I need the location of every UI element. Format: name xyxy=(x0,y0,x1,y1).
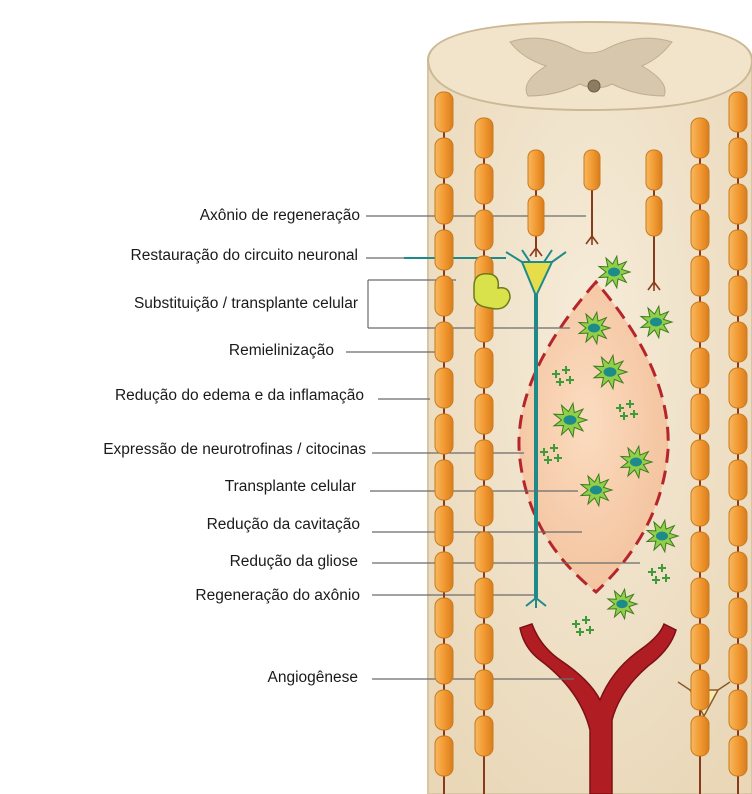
label-gliosis-reduction: Redução da gliose xyxy=(230,553,358,571)
myelin-segment xyxy=(729,736,747,776)
myelin-segment xyxy=(691,256,709,296)
myelin-segment xyxy=(435,552,453,592)
myelin-segment xyxy=(729,414,747,454)
myelin-segment xyxy=(475,118,493,158)
myelin-segment xyxy=(528,196,544,236)
myelin-segment xyxy=(435,460,453,500)
myelin-segment xyxy=(475,486,493,526)
myelin-segment xyxy=(475,532,493,572)
myelin-segment xyxy=(475,670,493,710)
myelin-segment xyxy=(475,440,493,480)
myelin-segment xyxy=(729,644,747,684)
label-cavitation-reduction: Redução da cavitação xyxy=(207,516,360,534)
myelin-segment xyxy=(646,150,662,190)
myelin-segment xyxy=(691,118,709,158)
myelin-segment xyxy=(729,552,747,592)
myelin-segment xyxy=(729,368,747,408)
myelin-segment xyxy=(475,164,493,204)
myelin-segment xyxy=(435,506,453,546)
label-edema-reduction: Redução do edema e da inflamação xyxy=(115,387,364,405)
label-axon-regeneration-top: Axônio de regeneração xyxy=(200,207,360,225)
myelin-segment xyxy=(475,210,493,250)
myelin-segment xyxy=(584,150,600,190)
myelin-segment xyxy=(435,230,453,270)
myelin-segment xyxy=(729,230,747,270)
myelin-segment xyxy=(729,92,747,132)
label-cell-transplant: Transplante celular xyxy=(225,478,356,496)
myelin-segment xyxy=(691,440,709,480)
myelin-segment xyxy=(435,322,453,362)
myelin-segment xyxy=(691,716,709,756)
myelin-segment xyxy=(435,736,453,776)
myelin-segment xyxy=(646,196,662,236)
myelin-segment xyxy=(691,394,709,434)
myelin-segment xyxy=(691,348,709,388)
myelin-segment xyxy=(729,598,747,638)
myelin-segment xyxy=(435,598,453,638)
myelin-segment xyxy=(475,578,493,618)
myelin-segment xyxy=(691,624,709,664)
myelin-segment xyxy=(435,92,453,132)
myelin-segment xyxy=(691,532,709,572)
myelin-segment xyxy=(435,276,453,316)
myelin-segment xyxy=(475,394,493,434)
myelin-segment xyxy=(435,184,453,224)
myelin-segment xyxy=(528,150,544,190)
myelin-segment xyxy=(729,276,747,316)
myelin-segment xyxy=(435,690,453,730)
myelin-segment xyxy=(729,690,747,730)
myelin-segment xyxy=(729,460,747,500)
label-axon-regeneration: Regeneração do axônio xyxy=(195,587,360,605)
myelin-segment xyxy=(475,624,493,664)
myelin-segment xyxy=(475,716,493,756)
myelin-segment xyxy=(729,184,747,224)
myelin-segment xyxy=(691,486,709,526)
myelin-segment xyxy=(729,138,747,178)
myelin-segment xyxy=(729,506,747,546)
label-angiogenesis: Angiogênese xyxy=(268,669,359,687)
myelin-segment xyxy=(435,138,453,178)
label-remyelination: Remielinização xyxy=(229,342,334,360)
label-neurotrophin-expression: Expressão de neurotrofinas / citocinas xyxy=(103,441,366,459)
myelin-segment xyxy=(475,348,493,388)
myelin-segment xyxy=(435,644,453,684)
myelin-segment xyxy=(691,210,709,250)
myelin-segment xyxy=(691,302,709,342)
myelin-segment xyxy=(435,368,453,408)
myelin-segment xyxy=(691,670,709,710)
myelin-segment xyxy=(729,322,747,362)
label-cell-replacement: Substituição / transplante celular xyxy=(134,295,358,313)
myelin-segment xyxy=(691,164,709,204)
myelin-segment xyxy=(435,414,453,454)
label-circuit-restoration: Restauração do circuito neuronal xyxy=(131,247,358,265)
central-canal xyxy=(588,80,600,92)
myelin-segment xyxy=(691,578,709,618)
